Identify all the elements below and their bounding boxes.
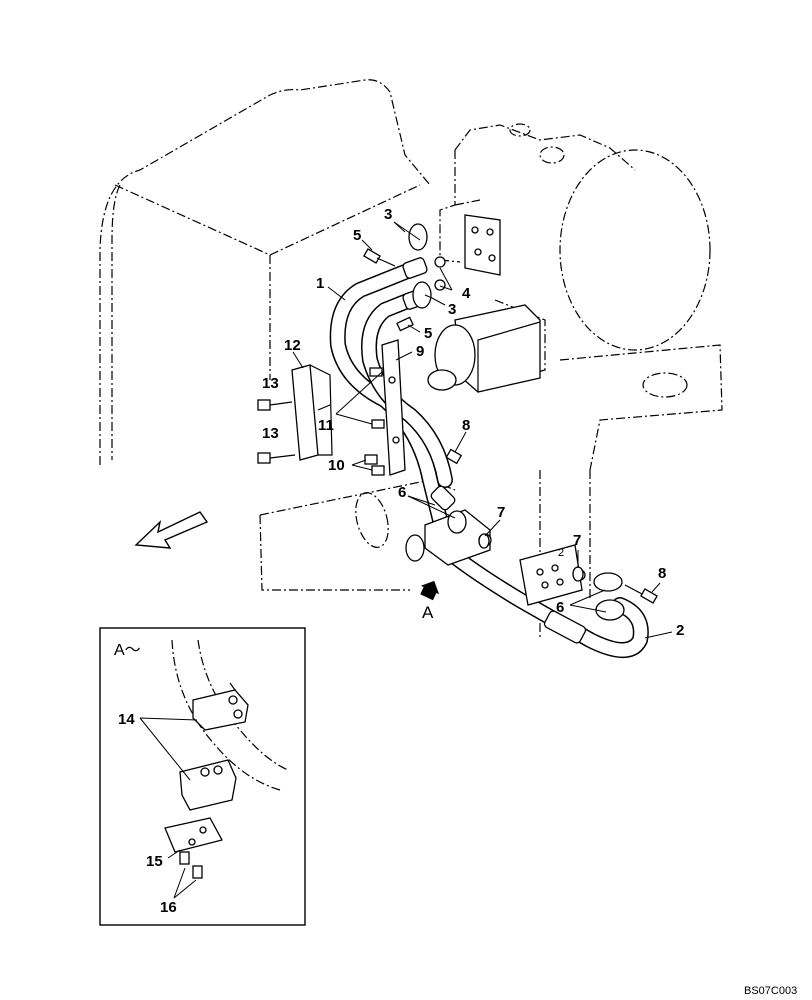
- label-13-top: 13: [262, 375, 279, 392]
- clamp-12: [291, 364, 333, 461]
- label-13-bottom: 13: [262, 425, 279, 442]
- clamp-lower: [179, 759, 237, 811]
- o-rings: [478, 533, 584, 582]
- label-5-mid: 5: [424, 325, 432, 342]
- label-1: 1: [316, 275, 324, 292]
- bolt-5-top: [363, 248, 396, 267]
- bolts-16: [179, 851, 203, 879]
- label-8-right: 8: [658, 565, 666, 582]
- label-7-right: 7: [573, 532, 581, 549]
- plate-15: [164, 817, 223, 853]
- bolts: [257, 248, 658, 604]
- label-9: 9: [416, 343, 424, 360]
- svg-text:2: 2: [558, 547, 564, 559]
- fitting-block: [405, 509, 492, 566]
- bolt-13-top: [257, 399, 293, 411]
- label-15: 15: [146, 853, 163, 870]
- label-2: 2: [676, 622, 684, 639]
- label-3-top: 3: [384, 206, 392, 223]
- label-11: 11: [318, 417, 334, 434]
- port-block-top: [464, 214, 501, 276]
- part-labels: 3 5 1 4 3 5 12 9 13 11 8 13 10 6 7 7 8 6…: [262, 206, 684, 639]
- split-flanges-top: [408, 223, 446, 309]
- label-5-top: 5: [353, 227, 361, 244]
- direction-arrow-icon: [134, 511, 209, 549]
- leader-lines: [292, 221, 673, 639]
- label-6-right: 6: [556, 599, 564, 616]
- figure-code: BS07C003: [744, 985, 797, 997]
- label-14: 14: [118, 711, 135, 728]
- bracket-9: [381, 339, 406, 476]
- label-10: 10: [328, 457, 345, 474]
- label-4: 4: [462, 285, 471, 302]
- bolt-13-bottom: [257, 452, 296, 464]
- view-arrow: A: [420, 580, 440, 622]
- label-3-mid: 3: [448, 301, 456, 318]
- bolt-5-mid: [396, 316, 414, 332]
- bolt-8-center: [445, 448, 463, 465]
- port-block-lower: 2: [519, 544, 583, 606]
- label-12: 12: [284, 337, 301, 354]
- inset-view-a: A～: [99, 627, 306, 926]
- valve-block: [427, 304, 541, 393]
- bolts-10: [364, 454, 385, 476]
- label-6-center: 6: [398, 484, 406, 501]
- label-7-center: 7: [497, 504, 505, 521]
- label-16: 16: [160, 899, 177, 916]
- view-arrow-label: A: [422, 603, 434, 622]
- bolt-8-right: [624, 584, 658, 604]
- clamp-upper: [192, 682, 249, 731]
- label-8-center: 8: [462, 417, 470, 434]
- inset-title: A～: [114, 642, 141, 659]
- view-arrow-icon: [420, 580, 440, 601]
- hose-2: [432, 537, 649, 658]
- housing-outline: [99, 79, 456, 591]
